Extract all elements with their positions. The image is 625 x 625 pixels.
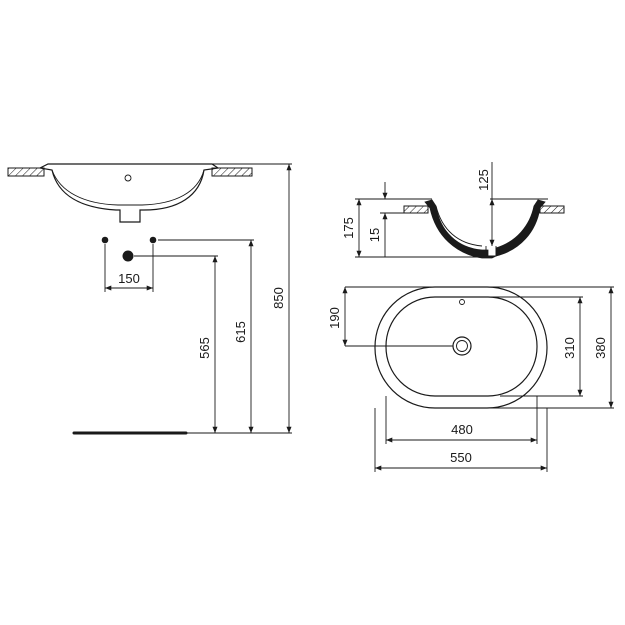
dim-label-190: 190	[327, 307, 342, 329]
dim-label-565: 565	[197, 337, 212, 359]
section-countertop-right	[539, 205, 565, 214]
basin-side-outline	[38, 163, 220, 223]
countertop-left	[7, 167, 45, 177]
waste-connection-dot	[122, 250, 134, 262]
side-elevation-view: 150 565 615 850	[7, 163, 292, 435]
dim-label-310: 310	[562, 337, 577, 359]
water-connection-left-dot	[101, 236, 109, 244]
section-countertop-left	[403, 205, 429, 214]
dim-label-15: 15	[367, 228, 382, 242]
basin-outer-oval	[374, 286, 548, 409]
dim-label-480: 480	[451, 422, 473, 437]
dim-label-550: 550	[450, 450, 472, 465]
dim-label-175: 175	[341, 217, 356, 239]
cross-section-view: 175 15 125	[341, 162, 565, 259]
dim-label-150: 150	[118, 271, 140, 286]
water-connection-right-dot	[149, 236, 157, 244]
overflow-hole	[124, 174, 132, 182]
dim-label-850: 850	[271, 287, 286, 309]
countertop-right	[211, 167, 253, 177]
drain-outer	[452, 336, 472, 356]
dim-label-380: 380	[593, 337, 608, 359]
basin-inner-oval	[385, 296, 538, 397]
top-plan-view: 190 310 380 480 550	[327, 286, 614, 472]
dim-label-125: 125	[476, 169, 491, 191]
basin-side-inner	[51, 169, 205, 206]
dim-label-615: 615	[233, 321, 248, 343]
drain-inner	[456, 340, 468, 352]
overflow-slot	[459, 299, 465, 305]
section-basin-shell	[424, 199, 546, 259]
